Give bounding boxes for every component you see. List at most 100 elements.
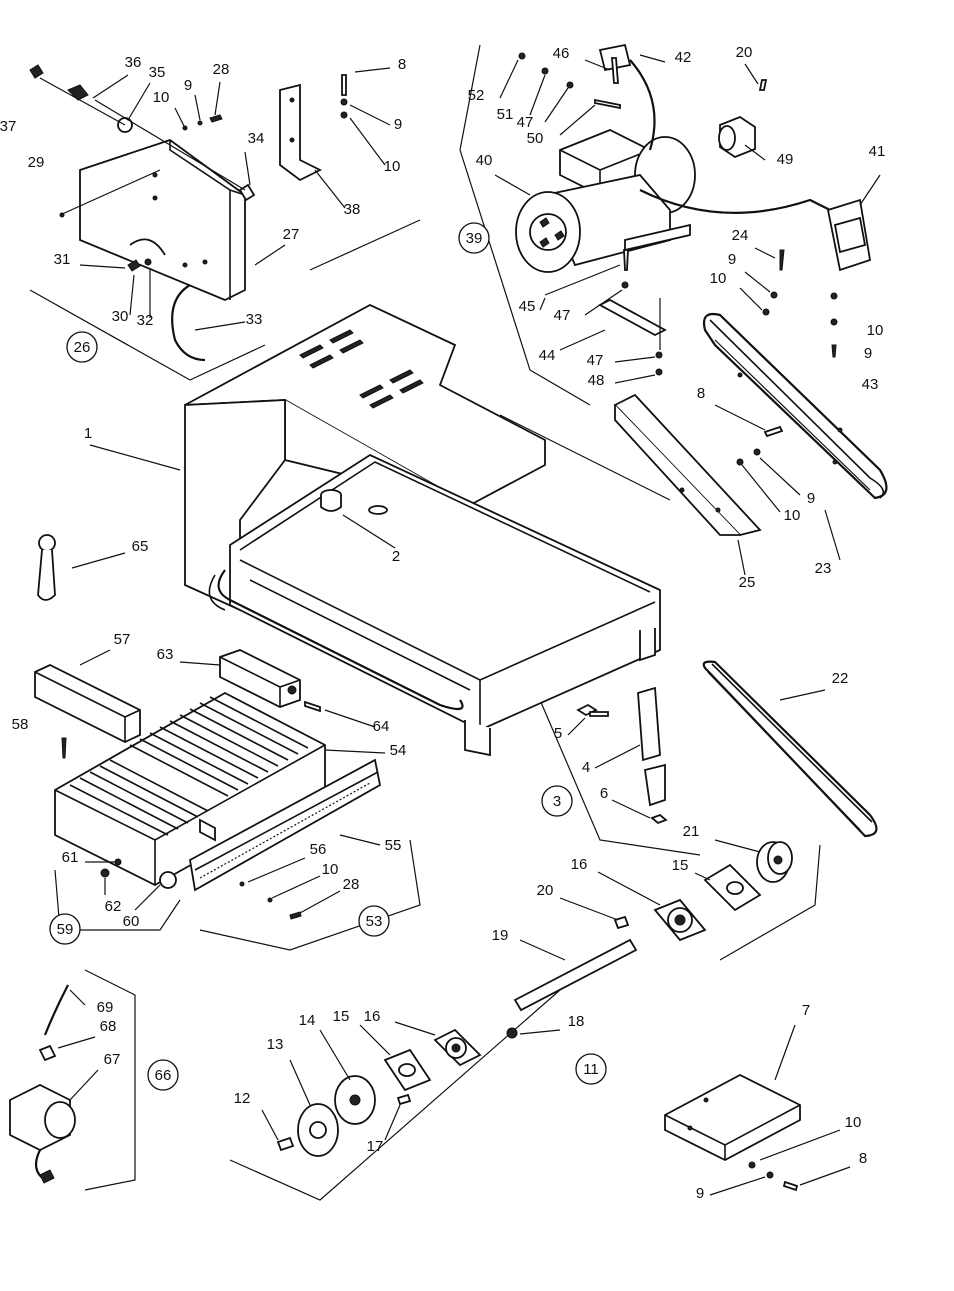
- callout-label-1: 1: [84, 425, 92, 442]
- callout-label-10: 10: [845, 1114, 862, 1131]
- callout-label-64: 64: [373, 718, 390, 735]
- callout-label-36: 36: [125, 54, 142, 71]
- callout-label-26: 26: [74, 339, 91, 356]
- callout-label-40: 40: [476, 152, 493, 169]
- callout-label-32: 32: [137, 312, 154, 329]
- callout-label-2: 2: [392, 548, 400, 565]
- callout-label-38: 38: [344, 201, 361, 218]
- callout-label-37: 37: [0, 118, 16, 135]
- callout-circle-66: [147, 1059, 179, 1091]
- callout-label-30: 30: [112, 308, 129, 325]
- callout-label-16: 16: [571, 856, 588, 873]
- callout-label-8: 8: [697, 385, 705, 402]
- callout-label-41: 41: [869, 143, 886, 160]
- callout-label-5: 5: [554, 725, 562, 742]
- callout-label-17: 17: [367, 1138, 384, 1155]
- callout-circle-39: [458, 222, 490, 254]
- callout-label-11: 11: [583, 1061, 599, 1078]
- callout-label-10: 10: [153, 89, 170, 106]
- callout-label-59: 59: [57, 921, 74, 938]
- parts-57-63-64: [34, 649, 376, 759]
- callout-label-10: 10: [710, 270, 727, 287]
- callout-label-23: 23: [815, 560, 832, 577]
- callout-circle-11: [575, 1053, 607, 1085]
- main-cabinet: [89, 303, 661, 757]
- callout-circle-59: [49, 913, 81, 945]
- callout-label-46: 46: [553, 45, 570, 62]
- callout-label-9: 9: [696, 1185, 704, 1202]
- callout-label-29: 29: [28, 154, 45, 171]
- belt-platen: [613, 393, 801, 576]
- callout-label-34: 34: [248, 130, 265, 147]
- callout-label-16: 16: [364, 1008, 381, 1025]
- callout-label-53: 53: [366, 913, 383, 930]
- callout-label-13: 13: [267, 1036, 284, 1053]
- callout-label-33: 33: [246, 311, 263, 328]
- callout-label-39: 39: [466, 230, 483, 247]
- parts-3-6: [567, 686, 668, 825]
- callout-label-54: 54: [390, 742, 407, 759]
- callout-label-22: 22: [832, 670, 849, 687]
- callout-label-45: 45: [519, 298, 536, 315]
- callout-label-14: 14: [299, 1012, 316, 1029]
- callout-label-58: 58: [12, 716, 29, 733]
- callout-label-21: 21: [683, 823, 700, 840]
- callout-label-67: 67: [104, 1051, 121, 1068]
- callout-label-61: 61: [62, 849, 79, 866]
- belt-guard: [29, 64, 286, 362]
- callout-label-28: 28: [343, 876, 360, 893]
- callout-label-24: 24: [732, 227, 749, 244]
- callout-label-49: 49: [777, 151, 794, 168]
- callout-label-52: 52: [468, 87, 485, 104]
- callout-label-65: 65: [132, 538, 149, 555]
- callout-label-8: 8: [859, 1150, 867, 1167]
- callout-label-19: 19: [492, 927, 509, 944]
- callout-label-47: 47: [554, 307, 571, 324]
- callout-label-69: 69: [97, 999, 114, 1016]
- callout-label-28: 28: [213, 61, 230, 78]
- callout-label-42: 42: [675, 49, 692, 66]
- callout-label-47: 47: [517, 114, 534, 131]
- callout-label-15: 15: [333, 1008, 350, 1025]
- sanding-belt: [702, 247, 888, 561]
- table-assembly: [54, 691, 386, 911]
- callout-label-10: 10: [867, 322, 884, 339]
- pump-66: [9, 984, 99, 1184]
- callout-label-60: 60: [123, 913, 140, 930]
- callout-label-51: 51: [497, 106, 514, 123]
- callout-label-57: 57: [114, 631, 131, 648]
- callout-label-27: 27: [283, 226, 300, 243]
- callout-label-47: 47: [587, 352, 604, 369]
- callout-circle-26: [66, 331, 98, 363]
- motor-assembly: [494, 43, 881, 384]
- callout-circle-3: [541, 785, 573, 817]
- bracket-38: [279, 67, 391, 209]
- callout-label-63: 63: [157, 646, 174, 663]
- callout-label-68: 68: [100, 1018, 117, 1035]
- part-65: [37, 534, 126, 601]
- callout-label-15: 15: [672, 857, 689, 874]
- callout-label-56: 56: [310, 841, 327, 858]
- callout-label-43: 43: [862, 376, 879, 393]
- callout-label-25: 25: [739, 574, 756, 591]
- callout-label-55: 55: [385, 837, 402, 854]
- callout-label-4: 4: [582, 759, 590, 776]
- callout-label-20: 20: [736, 44, 753, 61]
- callout-label-48: 48: [588, 372, 605, 389]
- callout-label-10: 10: [322, 861, 339, 878]
- callout-circle-53: [358, 905, 390, 937]
- callout-label-31: 31: [54, 251, 71, 268]
- callout-label-66: 66: [155, 1067, 172, 1084]
- callout-label-50: 50: [527, 130, 544, 147]
- lower-guard-7: [664, 1024, 851, 1196]
- callout-label-9: 9: [184, 77, 192, 94]
- callout-label-44: 44: [539, 347, 556, 364]
- callout-label-9: 9: [394, 116, 402, 133]
- v-belt: [702, 660, 878, 838]
- fence-55: [189, 758, 382, 920]
- callout-label-12: 12: [234, 1090, 251, 1107]
- callout-label-9: 9: [807, 490, 815, 507]
- callout-label-20: 20: [537, 882, 554, 899]
